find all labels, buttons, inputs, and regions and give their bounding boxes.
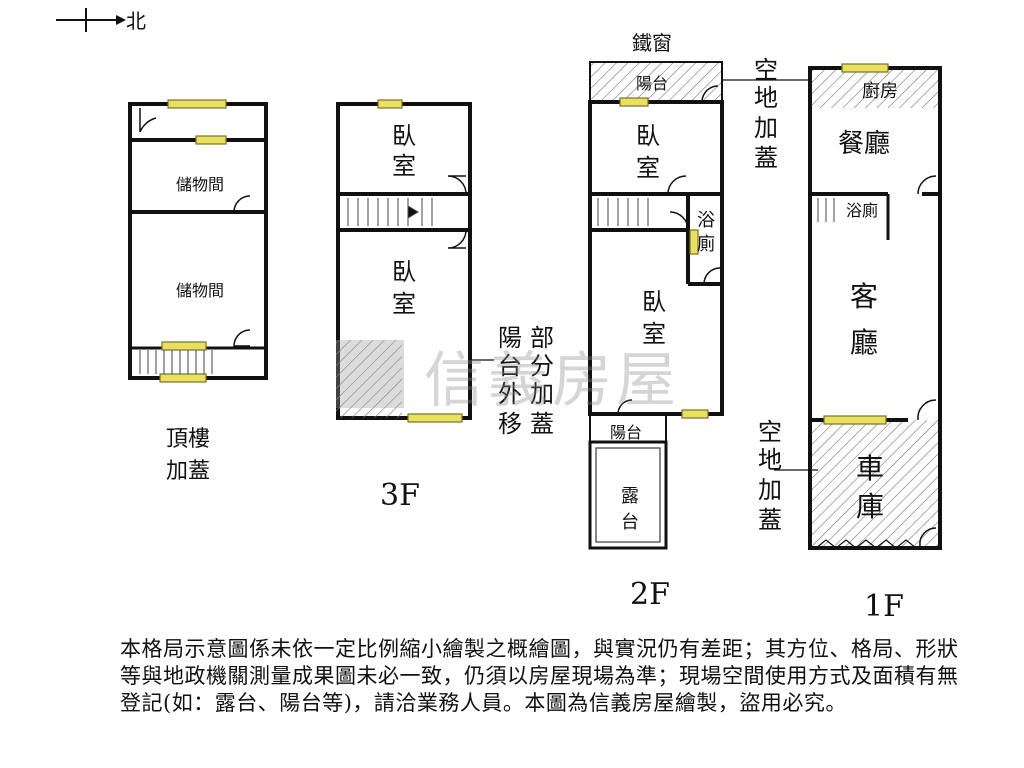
room-balcony-2f-top: 陽台 — [636, 74, 668, 93]
window — [195, 135, 227, 145]
room-living-l2: 廳 — [850, 326, 878, 359]
note-3f-a3: 加 — [530, 380, 554, 408]
note-1f-4: 蓋 — [758, 506, 782, 534]
window — [407, 413, 463, 423]
side-note-1f: 空 地 加 蓋 — [758, 418, 818, 534]
north-arrow-icon — [116, 15, 126, 25]
room-bedroom-3f-a-l1: 臥 — [392, 122, 416, 150]
caption-2f: 2F — [630, 577, 670, 612]
door-icon — [447, 229, 467, 249]
door-icon — [919, 527, 937, 547]
window — [161, 341, 207, 351]
caption-roof-l2: 加蓋 — [166, 459, 210, 484]
side-note-3f: 陽 台 外 移 部 分 加 蓋 — [470, 324, 554, 438]
room-garage-l1: 車 — [856, 452, 884, 485]
room-bedroom-3f-a-l2: 室 — [392, 152, 416, 180]
note-3f-b2: 台 — [498, 352, 522, 380]
room-bedroom-2f-b-l2: 室 — [642, 320, 666, 348]
note-1f-1: 空 — [758, 418, 782, 446]
room-bedroom-3f-b-l2: 室 — [392, 290, 416, 318]
note-2f-4: 蓋 — [754, 144, 778, 172]
room-bedroom-2f-b-l1: 臥 — [642, 288, 666, 316]
door-icon — [917, 399, 937, 421]
floor-roof: 儲物間 儲物間 頂樓 加蓋 — [128, 99, 268, 484]
room-bedroom-3f-b-l1: 臥 — [392, 258, 416, 286]
note-1f-3: 加 — [758, 476, 782, 504]
balcony-top — [589, 61, 723, 103]
note-3f-a2: 分 — [530, 352, 554, 380]
door-icon — [617, 399, 633, 415]
door-icon — [703, 267, 721, 285]
window — [689, 229, 699, 255]
door-icon — [447, 175, 467, 195]
door-icon — [701, 85, 719, 103]
room-kitchen: 廚房 — [862, 80, 898, 102]
door-icon — [233, 195, 251, 213]
compass: 北 — [56, 8, 146, 33]
note-3f-a4: 蓋 — [530, 410, 554, 438]
stairs — [597, 198, 649, 226]
kitchen-hatch — [810, 68, 940, 108]
stairs — [347, 198, 433, 226]
door-icon — [233, 329, 251, 347]
room-bath-2f-l2: 廁 — [697, 233, 715, 255]
room-bath-1f: 浴廁 — [846, 201, 878, 220]
window — [841, 63, 889, 73]
label-iron-window: 鐵窗 — [632, 31, 672, 55]
room-storage-2: 儲物間 — [176, 281, 224, 300]
room-terrace-l2: 台 — [621, 512, 639, 533]
side-note-2f: 空 地 加 蓋 — [722, 56, 808, 172]
caption-1f: 1F — [864, 589, 904, 624]
stairs — [139, 350, 213, 374]
window — [681, 409, 709, 419]
window — [167, 99, 227, 109]
door-icon — [917, 175, 937, 195]
note-3f-b1: 陽 — [498, 324, 522, 352]
room-terrace-l1: 露 — [621, 486, 639, 507]
floor-plan-diagram: 北 儲物間 儲物間 頂樓 加蓋 — [56, 8, 942, 624]
rolling-door — [815, 539, 917, 549]
room-balcony-2f-bottom: 陽台 — [610, 423, 642, 442]
disclaimer-note: 本格局示意圖係未依一定比例縮小繪製之概繪圖，與實況仍有差距；其方位、格局、形狀等… — [120, 637, 959, 715]
room-bath-2f-l1: 浴 — [697, 210, 715, 231]
window — [159, 373, 207, 383]
note-3f-a1: 部 — [530, 324, 554, 352]
room-bedroom-2f-a-l1: 臥 — [636, 122, 660, 150]
note-2f-2: 地 — [754, 84, 778, 112]
door-icon — [669, 211, 689, 231]
room-dining: 餐廳 — [838, 129, 890, 159]
note-1f-2: 地 — [758, 446, 782, 474]
floor-2f: 鐵窗 陽台 臥 室 浴 廁 臥 室 陽台 露 台 — [588, 31, 808, 612]
compass-label: 北 — [126, 9, 146, 33]
room-living-l1: 客 — [850, 280, 878, 313]
room-bedroom-2f-a-l2: 室 — [636, 154, 660, 182]
room-storage-1: 儲物間 — [176, 175, 224, 194]
note-2f-1: 空 — [754, 56, 778, 84]
caption-3f: 3F — [380, 478, 420, 513]
hatched-area — [336, 340, 402, 418]
caption-roof-l1: 頂樓 — [166, 427, 210, 452]
note-3f-b4: 移 — [498, 410, 522, 438]
room-garage-l2: 庫 — [856, 490, 884, 523]
note-3f-b3: 外 — [498, 380, 522, 408]
note-2f-3: 加 — [754, 114, 778, 142]
garage-hatch — [810, 420, 940, 548]
stairs — [817, 198, 835, 222]
window — [823, 415, 887, 425]
window — [619, 97, 649, 107]
window — [377, 99, 403, 109]
door-icon — [667, 175, 687, 195]
floor-1f: 廚房 餐廳 浴廁 客 廳 車 庫 空 地 加 蓋 1F — [758, 63, 942, 624]
door-icon — [139, 108, 157, 133]
floor-3f: 臥 室 臥 室 陽 台 外 移 部 分 加 蓋 3F — [336, 99, 554, 513]
